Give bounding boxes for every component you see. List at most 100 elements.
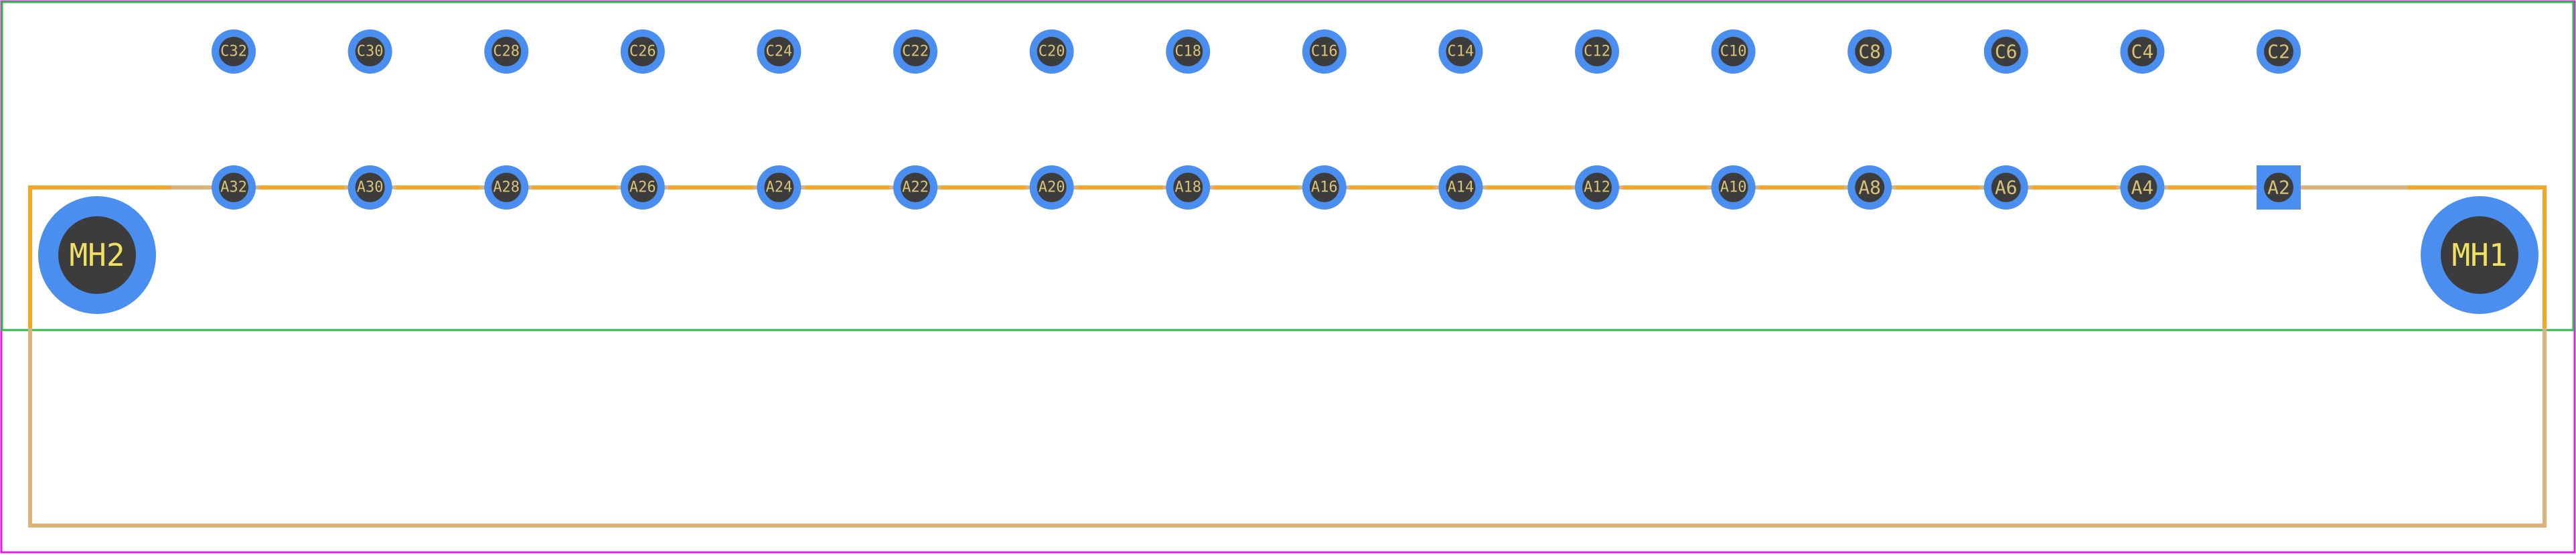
pad-drill-hole: [1173, 173, 1203, 202]
pad-drill-hole: [1855, 173, 1885, 202]
pad-label: A14: [1448, 179, 1474, 196]
pad-c2[interactable]: C2: [2257, 29, 2301, 74]
pad-a18[interactable]: A18: [1166, 165, 1211, 210]
pad-a10[interactable]: A10: [1711, 165, 1756, 210]
pad-label: C2: [2267, 41, 2290, 63]
pad-label: A8: [1858, 177, 1881, 199]
connector-body-outline: [28, 185, 2547, 528]
pad-row-a: A32 A30 A28 A26 A24 A22 A20 A18 A16 A14 A12 A10 A8 A6…: [212, 165, 2301, 210]
pad-label: A18: [1175, 179, 1201, 196]
pad-c24[interactable]: C24: [757, 29, 802, 74]
pad-drill-hole: [1309, 173, 1339, 202]
mounting-hole-drill: [58, 216, 136, 294]
pad-drill-hole: [1582, 173, 1612, 202]
pad-c26[interactable]: C26: [620, 29, 665, 74]
pad-drill-hole: [355, 173, 385, 202]
pad-c12[interactable]: C12: [1575, 29, 1619, 74]
pad-label: C10: [1720, 44, 1747, 60]
pad-label: A4: [2131, 177, 2154, 199]
pad-drill-hole: [1991, 173, 2021, 202]
pad-a22[interactable]: A22: [893, 165, 937, 210]
pad-drill-hole: [2264, 173, 2293, 202]
pad-c4[interactable]: C4: [2120, 29, 2165, 74]
pad-label: A16: [1311, 179, 1338, 196]
pad-drill-hole: [355, 37, 385, 66]
pad-drill-hole: [1718, 173, 1748, 202]
pad-c6[interactable]: C6: [1983, 29, 2028, 74]
pad-a8[interactable]: A8: [1847, 165, 1892, 210]
silkscreen-layer: [28, 185, 2547, 328]
pad-label: C6: [1995, 41, 2018, 63]
pad-label: A26: [629, 179, 656, 196]
courtyard-outline-layer: [1, 1, 2575, 331]
pad-drill-hole: [2264, 37, 2293, 66]
pad-drill-hole: [627, 37, 658, 66]
pad-drill-hole: [219, 37, 248, 66]
pad-drill-hole: [1855, 37, 1885, 66]
pad-c22[interactable]: C22: [893, 29, 937, 74]
mounting-hole-mh1[interactable]: MH1: [2421, 196, 2539, 314]
pad-a2[interactable]: A2: [2257, 165, 2301, 210]
pad-label: C24: [766, 44, 793, 60]
pad-drill-hole: [491, 37, 522, 66]
pad-a6[interactable]: A6: [1983, 165, 2028, 210]
pad-label: A12: [1584, 179, 1610, 196]
pad-label: C30: [357, 44, 384, 60]
pad-drill-hole: [1037, 37, 1067, 66]
pad-row-c: C32 C30 C28 C26 C24 C22 C20 C18 C16 C14 C12 C10 C8 C6…: [212, 29, 2301, 74]
pad-drill-hole: [1173, 37, 1203, 66]
mounting-hole-label: MH2: [69, 237, 125, 273]
mounting-hole-drill: [2441, 216, 2518, 294]
pad-drill-hole: [1446, 37, 1476, 66]
pad-label: C8: [1858, 41, 1881, 63]
pad-drill-hole: [219, 173, 248, 202]
pad-a30[interactable]: A30: [348, 165, 392, 210]
pad-drill-hole: [1718, 37, 1748, 66]
pad-label: C22: [902, 44, 929, 60]
pad-drill-hole: [1309, 37, 1339, 66]
pad-c30[interactable]: C30: [348, 29, 392, 74]
pad-c20[interactable]: C20: [1029, 29, 1074, 74]
pad-label: A24: [766, 179, 793, 196]
pad-drill-hole: [627, 173, 658, 202]
silkscreen-left-corner: [28, 185, 171, 328]
pad-c18[interactable]: C18: [1166, 29, 1211, 74]
pad-drill-hole: [764, 37, 794, 66]
pad-c14[interactable]: C14: [1438, 29, 1483, 74]
pad-a32[interactable]: A32: [212, 165, 256, 210]
mounting-hole-label: MH1: [2451, 237, 2507, 273]
mounting-hole-mh2[interactable]: MH2: [38, 196, 156, 314]
pad-label: A22: [902, 179, 929, 196]
pad-drill-hole: [1037, 173, 1067, 202]
pad-label: C4: [2131, 41, 2154, 63]
pad-label: A32: [220, 179, 247, 196]
pad-drill-hole: [2127, 173, 2157, 202]
pad-label: C18: [1175, 44, 1201, 60]
pad-a16[interactable]: A16: [1302, 165, 1347, 210]
pad-drill-hole: [764, 173, 794, 202]
pad-drill-hole: [1991, 37, 2021, 66]
pad-c16[interactable]: C16: [1302, 29, 1347, 74]
pad-label: A30: [357, 179, 384, 196]
pad-c32[interactable]: C32: [212, 29, 256, 74]
pad-a14[interactable]: A14: [1438, 165, 1483, 210]
fab-outline-layer: [28, 185, 2547, 528]
pad-a12[interactable]: A12: [1575, 165, 1619, 210]
pad-a26[interactable]: A26: [620, 165, 665, 210]
pad-c10[interactable]: C10: [1711, 29, 1756, 74]
pad-a28[interactable]: A28: [484, 165, 529, 210]
silkscreen-right-corner: [2407, 185, 2547, 328]
pad-label: C12: [1584, 44, 1610, 60]
pad-c8[interactable]: C8: [1847, 29, 1892, 74]
pad-c28[interactable]: C28: [484, 29, 529, 74]
pad-a20[interactable]: A20: [1029, 165, 1074, 210]
pad-label: A6: [1995, 177, 2018, 199]
pad-a24[interactable]: A24: [757, 165, 802, 210]
pad-label: A10: [1720, 179, 1747, 196]
pad-drill-hole: [1446, 173, 1476, 202]
courtyard-outline: [1, 1, 2575, 331]
pad-a4[interactable]: A4: [2120, 165, 2165, 210]
